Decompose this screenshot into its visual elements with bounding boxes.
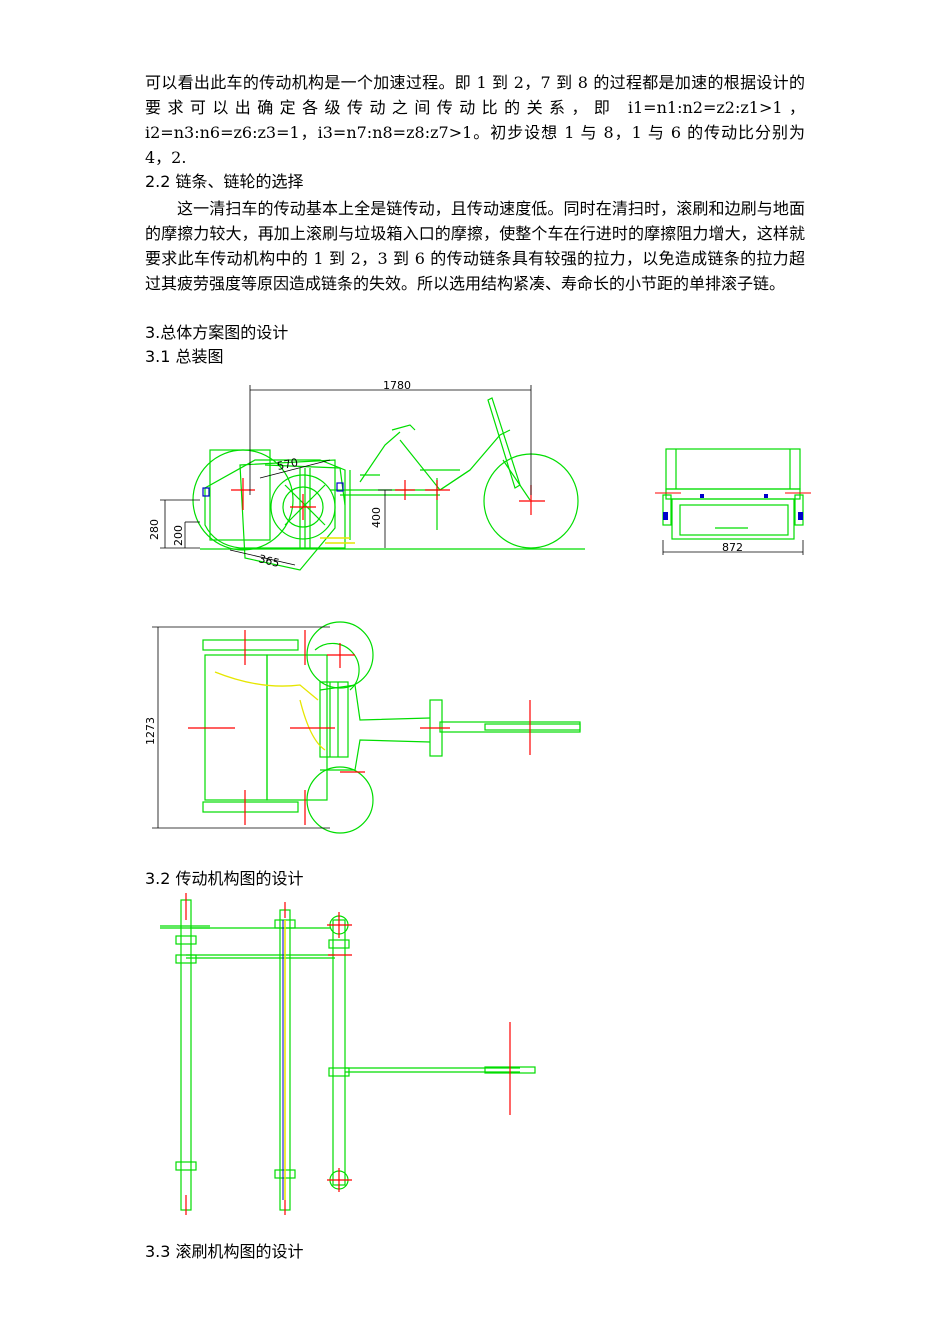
dim-280: 280 xyxy=(148,519,161,540)
paragraph-chain-selection: 这一清扫车的传动基本上全是链传动，且传动速度低。同时在清扫时，滚刷和边刷与地面的… xyxy=(145,199,805,293)
dim-1780: 1780 xyxy=(383,379,411,392)
dim-365: 365 xyxy=(257,552,281,570)
dim-1273: 1273 xyxy=(144,717,157,745)
paragraph-transmission-ratio: 可以看出此车的传动机构是一个加速过程。即 1 到 2，7 到 8 的过程都是加速… xyxy=(145,73,805,167)
heading-3-1: 3.1 总装图 xyxy=(145,347,224,366)
dim-570: 570 xyxy=(276,456,299,473)
dim-400: 400 xyxy=(370,507,383,528)
heading-3-2: 3.2 传动机构图的设计 xyxy=(145,869,304,888)
dim-872: 872 xyxy=(722,541,743,554)
heading-3-3: 3.3 滚刷机构图的设计 xyxy=(145,1242,304,1261)
heading-2-2: 2.2 链条、链轮的选择 xyxy=(145,172,304,191)
heading-3: 3.总体方案图的设计 xyxy=(145,323,289,342)
dim-200: 200 xyxy=(172,525,185,546)
